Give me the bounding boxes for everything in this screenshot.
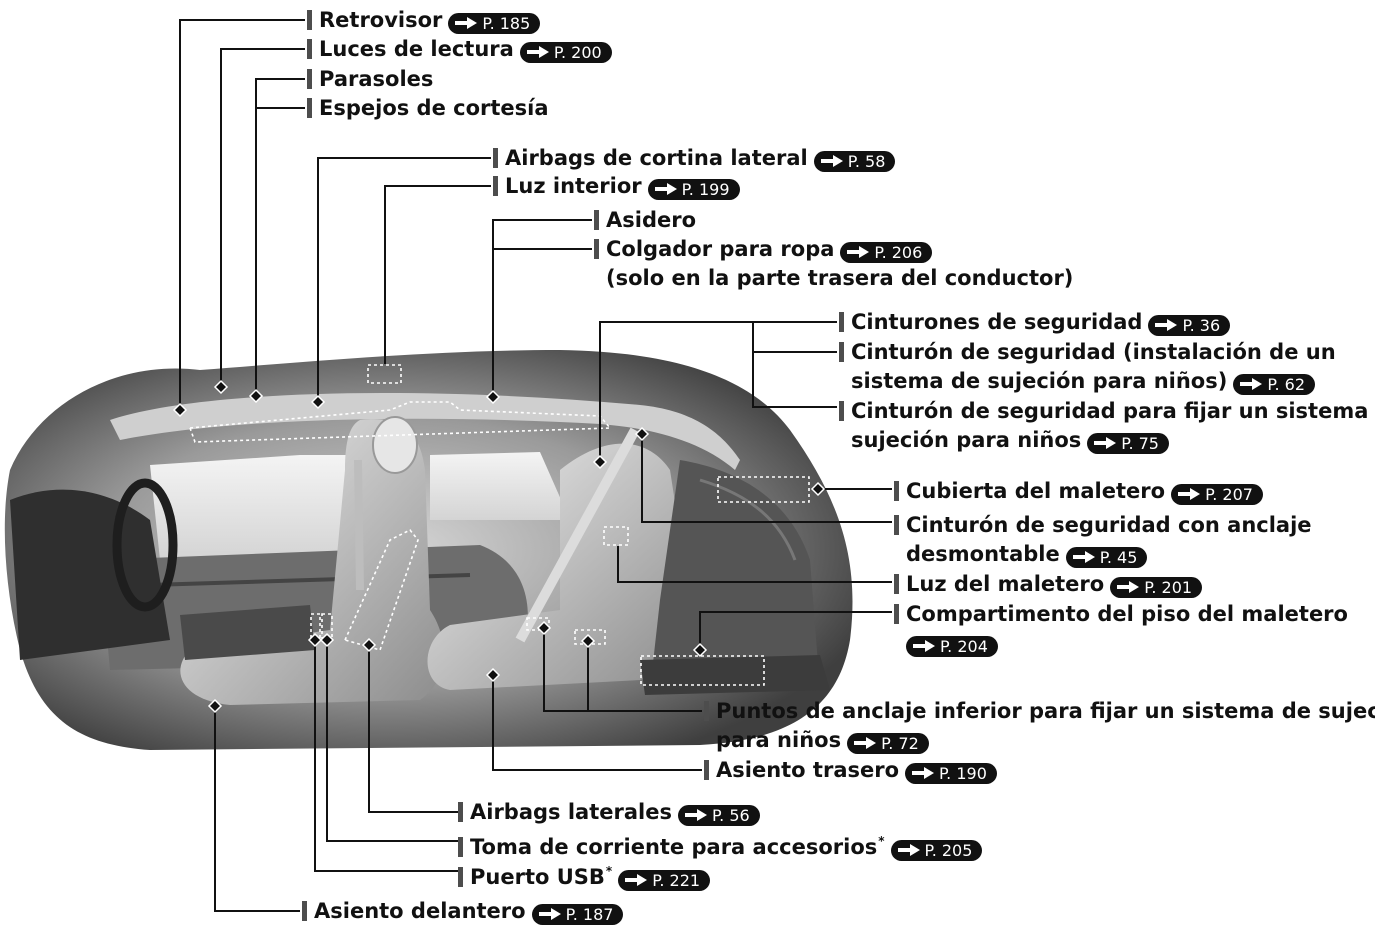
arrow-icon — [820, 155, 843, 167]
lower-anchor-box-2 — [574, 629, 606, 645]
lower-anchor-box-1 — [526, 617, 550, 631]
page-ref-luces-lectura[interactable]: P. 200 — [519, 41, 612, 63]
arrow-icon — [854, 737, 877, 749]
arrow-icon — [1094, 437, 1117, 449]
label-cinturon-fijar: Cinturón de seguridad para fijar un sist… — [839, 397, 1375, 455]
page-ref-cinturon-instalacion[interactable]: P. 62 — [1233, 373, 1316, 395]
arrow-icon — [455, 17, 478, 29]
page-ref-cinturon-anclaje[interactable]: P. 45 — [1065, 546, 1148, 568]
arrow-icon — [1072, 551, 1095, 563]
cargo-light-box — [603, 526, 629, 546]
page-ref-luz-interior[interactable]: P. 199 — [647, 178, 740, 200]
page-ref-cubierta[interactable]: P. 207 — [1171, 483, 1263, 505]
arrow-icon — [912, 767, 935, 779]
side-window — [150, 455, 365, 560]
page-ref-retrovisor[interactable]: P. 185 — [448, 12, 541, 34]
page-ref-puntos-anclaje[interactable]: P. 72 — [847, 732, 929, 754]
cargo-area — [650, 460, 820, 690]
front-seatbelt — [354, 459, 364, 591]
arrow-icon — [1240, 378, 1263, 390]
center-console — [180, 605, 315, 660]
page-ref-cinturon-fijar[interactable]: P. 75 — [1087, 432, 1169, 454]
label-espejos: Espejos de cortesía — [307, 94, 549, 123]
rear-window — [430, 452, 570, 520]
page-ref-airbags-laterales[interactable]: P. 56 — [677, 804, 760, 826]
label-parasoles: Parasoles — [307, 65, 433, 94]
front-seat — [180, 419, 444, 705]
arrow-icon — [847, 246, 870, 258]
page-ref-colgador[interactable]: P. 206 — [840, 241, 933, 263]
arrow-icon — [1155, 319, 1178, 331]
label-puntos-anclaje: Puntos de anclaje inferior para fijar un… — [704, 697, 1375, 755]
page-ref-cinturones[interactable]: P. 36 — [1148, 314, 1231, 336]
label-cinturon-instalacion: Cinturón de seguridad (instalación de un… — [839, 338, 1336, 396]
steering-wheel — [112, 478, 178, 612]
page-ref-puerto-usb[interactable]: P. 221 — [618, 869, 711, 891]
roof-lining — [110, 393, 740, 470]
page-ref-toma-corriente[interactable]: P. 205 — [890, 839, 983, 861]
arrow-icon — [1178, 488, 1201, 500]
arrow-icon — [897, 844, 920, 856]
interior-light-box — [367, 364, 402, 384]
rear-seatbelt — [515, 427, 640, 643]
arrow-icon — [1117, 581, 1140, 593]
cargo-floor — [640, 655, 830, 695]
dashboard — [10, 489, 170, 660]
cargo-floor-box — [640, 655, 765, 686]
arrow-icon — [538, 908, 561, 920]
arrow-icon — [654, 183, 677, 195]
label-toma-corriente: Toma de corriente para accesorios*P. 205 — [458, 827, 983, 862]
cargo-cover-box — [717, 476, 810, 503]
page-ref-compartimento[interactable]: P. 204 — [906, 635, 998, 657]
page-ref-luz-maletero[interactable]: P. 201 — [1110, 576, 1203, 598]
label-puerto-usb: Puerto USB*P. 221 — [458, 857, 711, 892]
page-ref-airbags-cortina[interactable]: P. 58 — [813, 150, 896, 172]
page-ref-asiento-delantero[interactable]: P. 187 — [531, 903, 624, 925]
page-ref-asiento-trasero[interactable]: P. 190 — [905, 762, 997, 784]
label-asidero: Asidero — [594, 206, 696, 235]
arrow-icon — [913, 640, 935, 652]
side-airbag-outline — [343, 528, 419, 651]
arrow-icon — [625, 874, 648, 886]
arrow-icon — [684, 809, 707, 821]
arrow-icon — [526, 46, 549, 58]
